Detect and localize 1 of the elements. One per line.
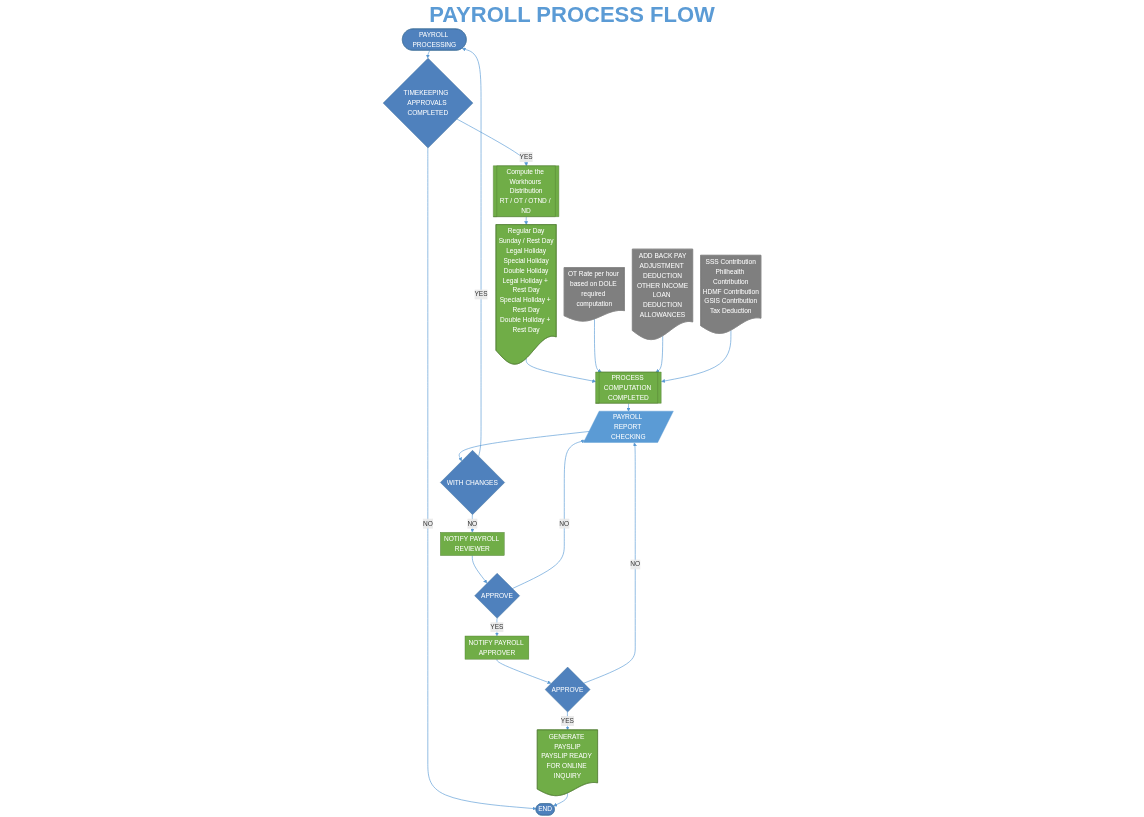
diagram-title: PAYROLL PROCESS FLOW <box>428 2 716 28</box>
